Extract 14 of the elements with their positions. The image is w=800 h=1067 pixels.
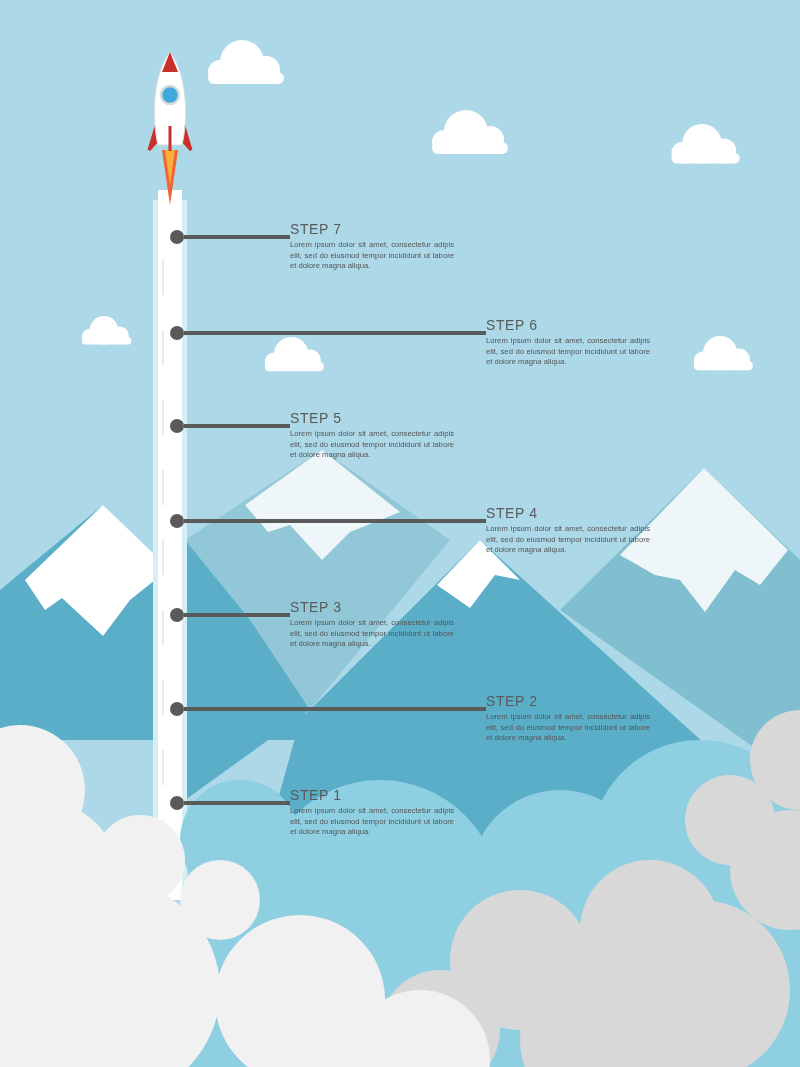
- connector-line: [184, 519, 486, 523]
- step-heading: STEP 4: [486, 506, 538, 521]
- step-heading: STEP 7: [290, 222, 342, 237]
- step-heading: STEP 5: [290, 411, 342, 426]
- connector-line: [184, 424, 290, 428]
- connector-line: [184, 235, 290, 239]
- connector-line: [184, 331, 486, 335]
- step-heading: STEP 1: [290, 788, 342, 803]
- connector-line: [184, 801, 290, 805]
- connector-line: [184, 707, 486, 711]
- step-heading: STEP 2: [486, 694, 538, 709]
- connector-line: [184, 613, 290, 617]
- step-heading: STEP 3: [290, 600, 342, 615]
- step-heading: STEP 6: [486, 318, 538, 333]
